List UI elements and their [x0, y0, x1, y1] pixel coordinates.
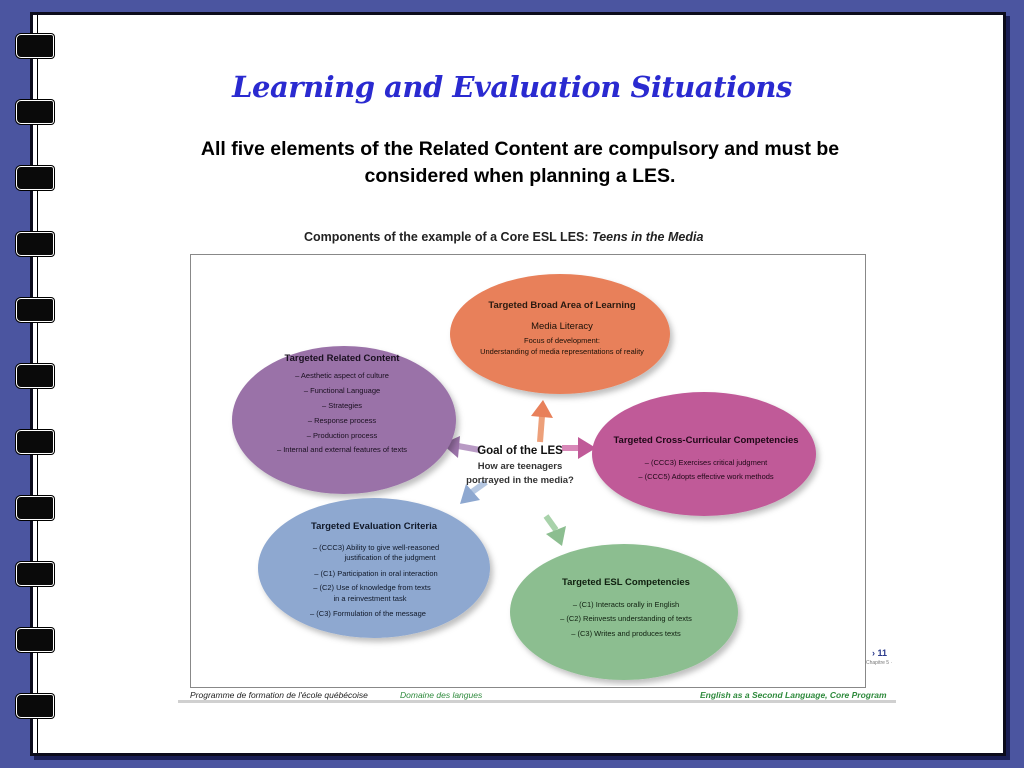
les-diagram-figure: Components of the example of a Core ESL … [178, 222, 896, 706]
subtitle-line: All five elements of the Related Content… [200, 138, 840, 160]
goal-title: Goal of the LES [477, 445, 563, 457]
figure-caption-text: Components of the example of a Core ESL … [304, 230, 589, 244]
related-content-item: – Response process [308, 416, 377, 425]
subtitle-line: considered when planning a LES. [364, 165, 676, 187]
binder-ring-icon [16, 232, 54, 256]
related-content-item: – Internal and external features of text… [277, 445, 407, 454]
binder-ring-icon [16, 628, 54, 652]
related-content-item: – Production process [307, 431, 378, 440]
slide-subtitle: All five elements of the Related Content… [100, 136, 940, 190]
binder-ring-icon [16, 562, 54, 586]
evaluation-criteria-title: Targeted Evaluation Criteria [311, 521, 438, 532]
arrow-to-evaluation-criteria [460, 479, 488, 504]
cross-curricular-title: Targeted Cross-Curricular Competencies [613, 435, 798, 446]
goal-line: How are teenagers [478, 461, 562, 472]
evaluation-criteria-item: – (C3) Formulation of the message [310, 609, 426, 618]
evaluation-criteria-item: in a reinvestment task [334, 594, 407, 603]
related-content-item: – Strategies [322, 401, 362, 410]
binder-ring-icon [16, 298, 54, 322]
broad-area-ellipse [450, 274, 670, 394]
footer-program-text: Programme de formation de l'école québéc… [190, 690, 368, 700]
esl-competencies-item: – (C2) Reinvests understanding of texts [560, 614, 692, 623]
diagram-svg: Targeted Broad Area of Learning Media Li… [232, 274, 816, 680]
broad-area-line: Focus of development: [524, 336, 600, 345]
evaluation-criteria-item: justification of the judgment [344, 553, 437, 562]
figure-caption: Components of the example of a Core ESL … [304, 230, 703, 244]
arrow-to-cross-curricular [562, 437, 596, 459]
footer-rule [178, 700, 896, 703]
binder-ring-icon [16, 34, 54, 58]
figure-caption-italic: Teens in the Media [592, 230, 704, 244]
esl-competencies-item: – (C1) Interacts orally in English [573, 600, 679, 609]
binder-ring-icon [16, 364, 54, 388]
chapter-label: Chapitre 5 · [866, 660, 893, 666]
esl-competencies-ellipse [510, 544, 738, 680]
evaluation-criteria-ellipse [258, 498, 490, 638]
binder-ring-icon [16, 166, 54, 190]
related-content-item: – Aesthetic aspect of culture [295, 371, 389, 380]
broad-area-line: Understanding of media representations o… [480, 347, 644, 356]
esl-competencies-title: Targeted ESL Competencies [562, 577, 690, 588]
cross-curricular-item: – (CCC5) Adopts effective work methods [638, 472, 774, 481]
related-content-item: – Functional Language [304, 386, 380, 395]
cross-curricular-ellipse [592, 392, 816, 516]
binder-ring-icon [16, 430, 54, 454]
evaluation-criteria-item: – (C1) Participation in oral interaction [314, 569, 437, 578]
binder-ring-icon [16, 496, 54, 520]
page-number: › 11 [872, 648, 888, 658]
broad-area-subtitle: Media Literacy [531, 321, 593, 332]
cross-curricular-item: – (CCC3) Exercises critical judgment [645, 458, 768, 467]
footer-course-text: English as a Second Language, Core Progr… [700, 690, 887, 700]
goal-line: portrayed in the media? [466, 475, 574, 486]
binder-ring-icon [16, 694, 54, 718]
binder-ring-icon [16, 100, 54, 124]
arrow-to-broad-area [531, 400, 553, 443]
arrow-to-related-content [442, 436, 481, 458]
related-content-title: Targeted Related Content [285, 353, 401, 364]
broad-area-title: Targeted Broad Area of Learning [488, 300, 635, 311]
esl-competencies-item: – (C3) Writes and produces texts [571, 629, 681, 638]
evaluation-criteria-item: – (CCC3) Ability to give well-reasoned [313, 543, 439, 552]
evaluation-criteria-item: – (C2) Use of knowledge from texts [313, 583, 431, 592]
related-content-ellipse [232, 346, 456, 494]
slide-title: Learning and Evaluation Situations [232, 70, 792, 104]
arrow-to-esl-competencies [543, 514, 566, 546]
footer-domain-text: Domaine des langues [400, 690, 483, 700]
